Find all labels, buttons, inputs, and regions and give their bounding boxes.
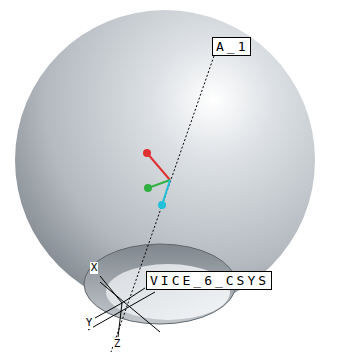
axis-letter: Y: [85, 317, 94, 329]
triad-x: [147, 153, 170, 180]
axis-line: [111, 56, 214, 352]
label-box: VICE_6_CSYS: [146, 271, 272, 290]
triad-x-dot: [143, 149, 151, 157]
axis-letter: X: [90, 262, 99, 274]
label-box: A_1: [212, 37, 251, 56]
axis-letter: Z: [113, 338, 122, 350]
label-text: VICE_6_CSYS: [150, 273, 269, 288]
triad-y-dot: [144, 184, 152, 192]
triad-z-dot: [158, 201, 166, 209]
label-text: A_1: [216, 39, 248, 54]
